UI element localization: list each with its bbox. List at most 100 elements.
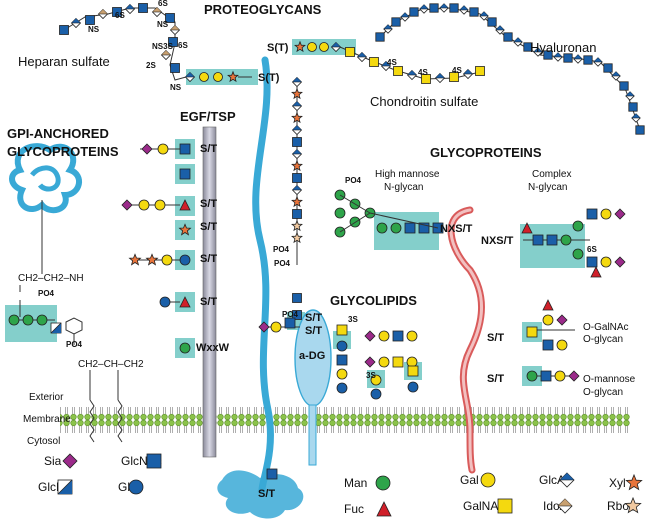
rbo-symbol [291, 231, 303, 244]
idoa-symbol [151, 6, 163, 18]
xyl-symbol [291, 111, 303, 124]
svg-text:PO4: PO4 [274, 259, 291, 268]
glca-symbol [439, 3, 449, 13]
gal-symbol [600, 208, 612, 220]
glcnac-symbol [391, 17, 401, 27]
gal-symbol [307, 42, 317, 52]
man-symbol [179, 342, 191, 354]
site-chondroitin: S(T) [267, 42, 289, 54]
glcnac-symbol [170, 63, 180, 73]
glca-symbol [406, 69, 418, 81]
rbo-symbol [291, 219, 303, 232]
title-proteoglycans: PROTEOGLYCANS [204, 2, 322, 17]
gal-symbol [157, 143, 169, 155]
glcnac-symbol [546, 234, 558, 246]
glca-symbol [459, 5, 469, 15]
glca-symbol [184, 71, 196, 83]
gal-symbol [336, 368, 348, 380]
galnac-symbol [526, 326, 538, 338]
glca-symbol [291, 184, 303, 196]
galnac-symbol [449, 72, 459, 82]
galnac-symbol [407, 365, 419, 377]
glca-symbol [380, 60, 392, 72]
sia-symbol [568, 370, 580, 382]
glcnac-symbol [523, 42, 533, 52]
gpi-protein-blob [9, 143, 82, 214]
svg-text:NS: NS [170, 83, 182, 92]
glcnac-symbol [165, 13, 175, 23]
fuc-symbol [179, 199, 191, 211]
label-hyaluronan: Hyaluronan [530, 40, 597, 55]
glca-symbol [513, 37, 523, 47]
glcnac-symbol [628, 102, 638, 112]
cytosol-protein-blob [217, 470, 304, 519]
glcnac-symbol [540, 370, 552, 382]
egf-tsp-protein [202, 126, 217, 458]
glycan-symbols [8, 3, 645, 480]
label-exterior: Exterior [29, 392, 64, 403]
label-highmannose-2: N-glycan [384, 182, 423, 193]
xyl-symbol [291, 87, 303, 100]
glca-symbol [70, 17, 82, 29]
glcnac-symbol [532, 234, 544, 246]
glca-symbol [400, 12, 410, 22]
glcnac-symbol [85, 15, 95, 25]
glcnac-symbol [284, 317, 296, 329]
gal-symbol [319, 42, 329, 52]
label-complex-1: Complex [532, 169, 571, 180]
xyl-symbol [145, 253, 159, 266]
gal-symbol [199, 72, 209, 82]
sia-symbol [121, 199, 133, 211]
glcnac-symbol [336, 354, 348, 366]
glcnac-symbol [179, 168, 191, 180]
glcnac-symbol [392, 330, 404, 342]
galnac-symbol [392, 356, 404, 368]
gal-symbol [161, 254, 173, 266]
site-ogalnac: S/T [487, 332, 504, 344]
site-egf-4: S/T [200, 253, 217, 265]
glca-symbol [291, 100, 303, 112]
gpi-anchor [19, 200, 123, 443]
glca-symbol [593, 57, 603, 67]
glcnac-symbol [179, 143, 191, 155]
label-adg: a-DG [299, 350, 325, 362]
galnac-symbol [475, 66, 485, 76]
svg-text:3S: 3S [366, 371, 376, 380]
svg-text:6S: 6S [178, 41, 188, 50]
title-gpi-1: GPI-ANCHORED [7, 126, 109, 141]
glca-symbol [291, 124, 303, 136]
site-egf-1: S/T [200, 143, 217, 155]
glca-symbol [356, 51, 368, 63]
sia-symbol [556, 314, 568, 326]
idoa-symbol [169, 24, 181, 36]
galnac-symbol [369, 57, 379, 67]
svg-text:6S: 6S [158, 0, 168, 8]
glcnac-symbol [586, 208, 598, 220]
site-nxst-1: NXS/T [440, 223, 473, 235]
svg-text:4S: 4S [452, 66, 462, 75]
xyl-symbol [291, 195, 303, 208]
glca-symbol [124, 3, 136, 15]
sia-symbol [614, 256, 626, 268]
glca-symbol [462, 68, 474, 80]
glc-symbol [336, 340, 348, 352]
galnac-symbol [421, 74, 431, 84]
gal-symbol [406, 330, 418, 342]
site-wxxw: WxxW [196, 342, 230, 354]
gal-symbol [378, 330, 390, 342]
sia-symbol [141, 143, 153, 155]
glcnac-symbol [583, 55, 593, 65]
glcnac-symbol [543, 50, 553, 60]
glcnac-symbol [138, 3, 148, 13]
gal-symbol [542, 314, 554, 326]
glcnac-symbol [409, 7, 419, 17]
glc-symbol [159, 296, 171, 308]
glca-symbol [631, 113, 641, 123]
label-cytosol: Cytosol [27, 436, 60, 447]
svg-text:6S: 6S [587, 245, 597, 254]
xyl-symbol [291, 159, 303, 172]
svg-text:4S: 4S [418, 68, 428, 77]
glca-symbol [533, 47, 543, 57]
